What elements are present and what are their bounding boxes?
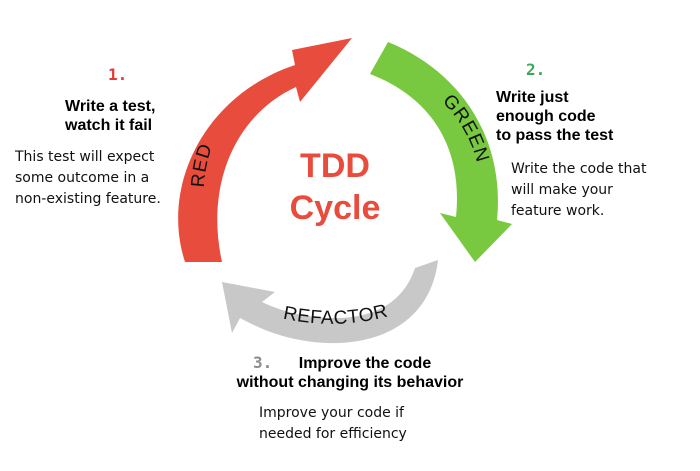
red-arrow [178,38,352,262]
step-2-desc-line: feature work. [511,203,605,219]
step-1-title-line: Write a test, [65,98,156,115]
step-2-title-line: enough code [496,108,596,125]
step-3-title-line: Improve the code [298,355,432,372]
green-arrow [370,42,512,262]
step-1-title: Write a test, watch it fail [65,97,155,135]
step-1-number: 1. [108,65,128,84]
step-3-title-line: without changing its behavior [236,374,464,391]
step-3-description: Improve your code if needed for efficien… [259,403,407,445]
step-2-desc-line: Write the code that [511,161,647,177]
step-2-desc-line: will make your [511,182,613,198]
step-2-number: 2. [526,60,546,79]
center-title: TDD Cycle [265,145,405,229]
step-3-title: Improve the code without changing its be… [200,354,500,392]
step-3-number: 3. [253,353,273,372]
step-3-desc-line: needed for efficiency [259,426,407,442]
center-title-line2: Cycle [289,189,381,227]
step-1-description: This test will expect some outcome in a … [15,147,161,210]
refactor-arrow-label: REFACTOR [282,301,390,329]
step-2-title: Write just enough code to pass the test [496,88,613,145]
center-title-line1: TDD [300,147,370,185]
refactor-arrow [222,260,438,344]
step-1-desc-line: This test will expect [15,149,155,165]
step-2-title-line: to pass the test [496,127,614,144]
step-3-desc-line: Improve your code if [259,405,404,421]
step-1-desc-line: non-existing feature. [15,191,161,207]
step-2-title-line: Write just [496,89,569,106]
step-1-title-line: watch it fail [65,117,153,134]
step-2-description: Write the code that will make your featu… [511,159,646,222]
step-1-desc-line: some outcome in a [15,170,150,186]
